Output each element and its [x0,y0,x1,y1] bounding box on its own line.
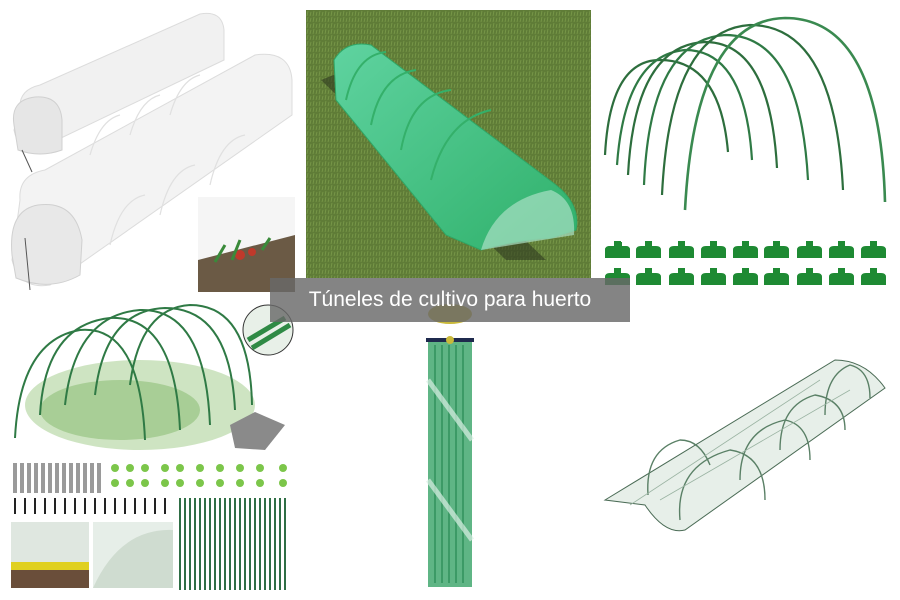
caption-text: Túneles de cultivo para huerto [308,288,592,311]
hoop-kit-illustration [0,300,300,600]
packaged-hoops-image[interactable] [420,300,480,590]
net-tunnel-image[interactable] [600,330,900,600]
net-tunnel-illustration [600,330,900,600]
green-tunnel-on-grass-image[interactable] [306,10,591,278]
white-fleece-tunnels-image[interactable] [0,0,300,295]
hoop-kit-with-gloves-image[interactable] [0,300,300,600]
hoops-package-illustration [420,300,480,590]
grass-tunnel-photo [306,10,591,278]
green-hoops-and-clips-image[interactable] [600,0,900,300]
hoops-clips-illustration [600,0,900,300]
fleece-tunnel-illustration [0,0,300,295]
caption-banner: Túneles de cultivo para huerto [270,278,630,322]
